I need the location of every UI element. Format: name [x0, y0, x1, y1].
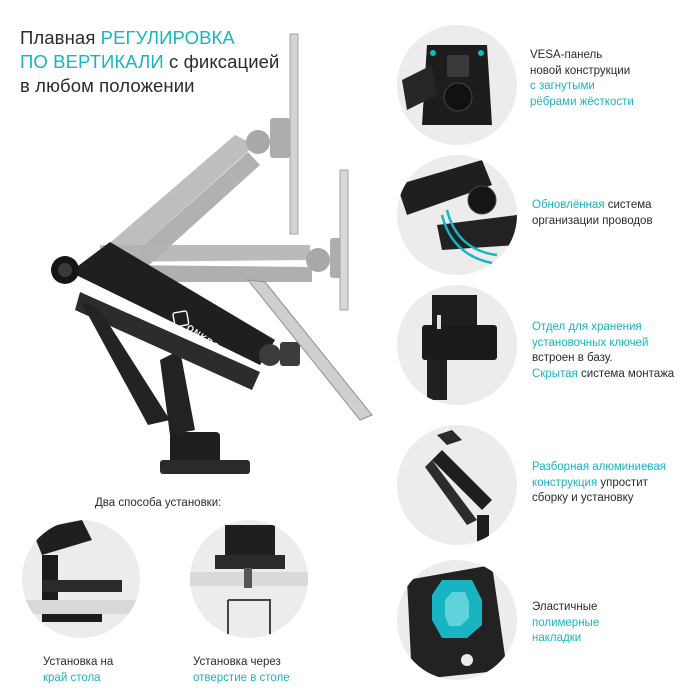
feature-cable-line2: организации проводов [532, 214, 653, 227]
arm-base [160, 350, 250, 474]
mount-clamp-line2: край стола [43, 672, 101, 684]
feature-cable-circle [397, 155, 517, 275]
feature-keys-text: Отдел для хранения установочных ключей в… [532, 320, 692, 382]
feature-keys-line2: установочных ключей [532, 336, 649, 349]
key-storage-icon [422, 295, 497, 400]
feature-keys-line4-accent: Скрытая [532, 367, 578, 380]
mount-grommet-line2: отверстие в столе [193, 672, 290, 684]
headline: Плавная РЕГУЛИРОВКА ПО ВЕРТИКАЛИ с фикса… [20, 26, 290, 98]
desk-clamp-icon [22, 520, 140, 622]
mount-title: Два способа установки: [95, 497, 222, 509]
mount-grommet-caption: Установка через отверстие в столе [193, 654, 290, 686]
mount-clamp-caption: Установка на край стола [43, 654, 113, 686]
feature-aluminum-line2-plain: упростит [597, 476, 648, 489]
feature-vesa-line4: рёбрами жёсткости [530, 95, 634, 108]
feature-pads-line1: Эластичные [532, 601, 598, 613]
mount-clamp-circle [22, 520, 140, 638]
aluminum-arm-icon [425, 430, 492, 545]
feature-keys-circle [397, 285, 517, 405]
feature-aluminum-text: Разборная алюминиевая конструкция упрост… [532, 460, 692, 507]
feature-keys-line1: Отдел для хранения [532, 321, 642, 333]
mount-clamp-line1: Установка на [43, 656, 114, 668]
mount-grommet-line1: Установка через [193, 656, 281, 668]
feature-pads-line3: накладки [532, 632, 582, 644]
cable-management-icon [397, 160, 517, 265]
monitor-arm-illustration: ONKRON [51, 33, 373, 474]
feature-pads-circle [397, 560, 517, 680]
pad-icon [407, 565, 507, 680]
feature-vesa-line1: VESA-панель [530, 49, 603, 61]
headline-line1-accent: РЕГУЛИРОВКА [100, 27, 235, 48]
main-arm [51, 242, 373, 425]
headline-line1-plain: Плавная [20, 27, 101, 48]
feature-vesa-line3: с загнутыми [530, 80, 595, 92]
feature-pads-line2: полимерные [532, 616, 600, 629]
feature-aluminum-circle [397, 425, 517, 545]
feature-vesa-text: VESA-панель новой конструкции с загнутым… [530, 48, 690, 110]
vesa-plate-icon [402, 45, 492, 125]
feature-vesa-line2: новой конструкции [530, 64, 631, 77]
feature-aluminum-line2-accent: конструкция [532, 476, 598, 489]
feature-cable-line1-plain: система [604, 199, 652, 211]
feature-cable-text: Обновлённая система организации проводов [532, 198, 692, 229]
feature-cable-line1-accent: Обновлённая [532, 199, 605, 211]
feature-vesa-circle [397, 25, 517, 145]
feature-keys-line4-plain: система монтажа [577, 367, 675, 380]
headline-line2-accent: ПО ВЕРТИКАЛИ [20, 51, 164, 72]
headline-line3-plain: в любом положении [20, 75, 195, 96]
feature-aluminum-line3: сборку и установку [532, 492, 634, 504]
mount-grommet-circle [190, 520, 308, 638]
feature-aluminum-line1: Разборная алюминиевая [532, 461, 666, 473]
headline-line2-plain: с фиксацией [163, 51, 280, 72]
feature-keys-line3: встроен в базу. [532, 352, 613, 364]
feature-pads-text: Эластичные полимерные накладки [532, 600, 692, 647]
grommet-icon [190, 525, 308, 638]
